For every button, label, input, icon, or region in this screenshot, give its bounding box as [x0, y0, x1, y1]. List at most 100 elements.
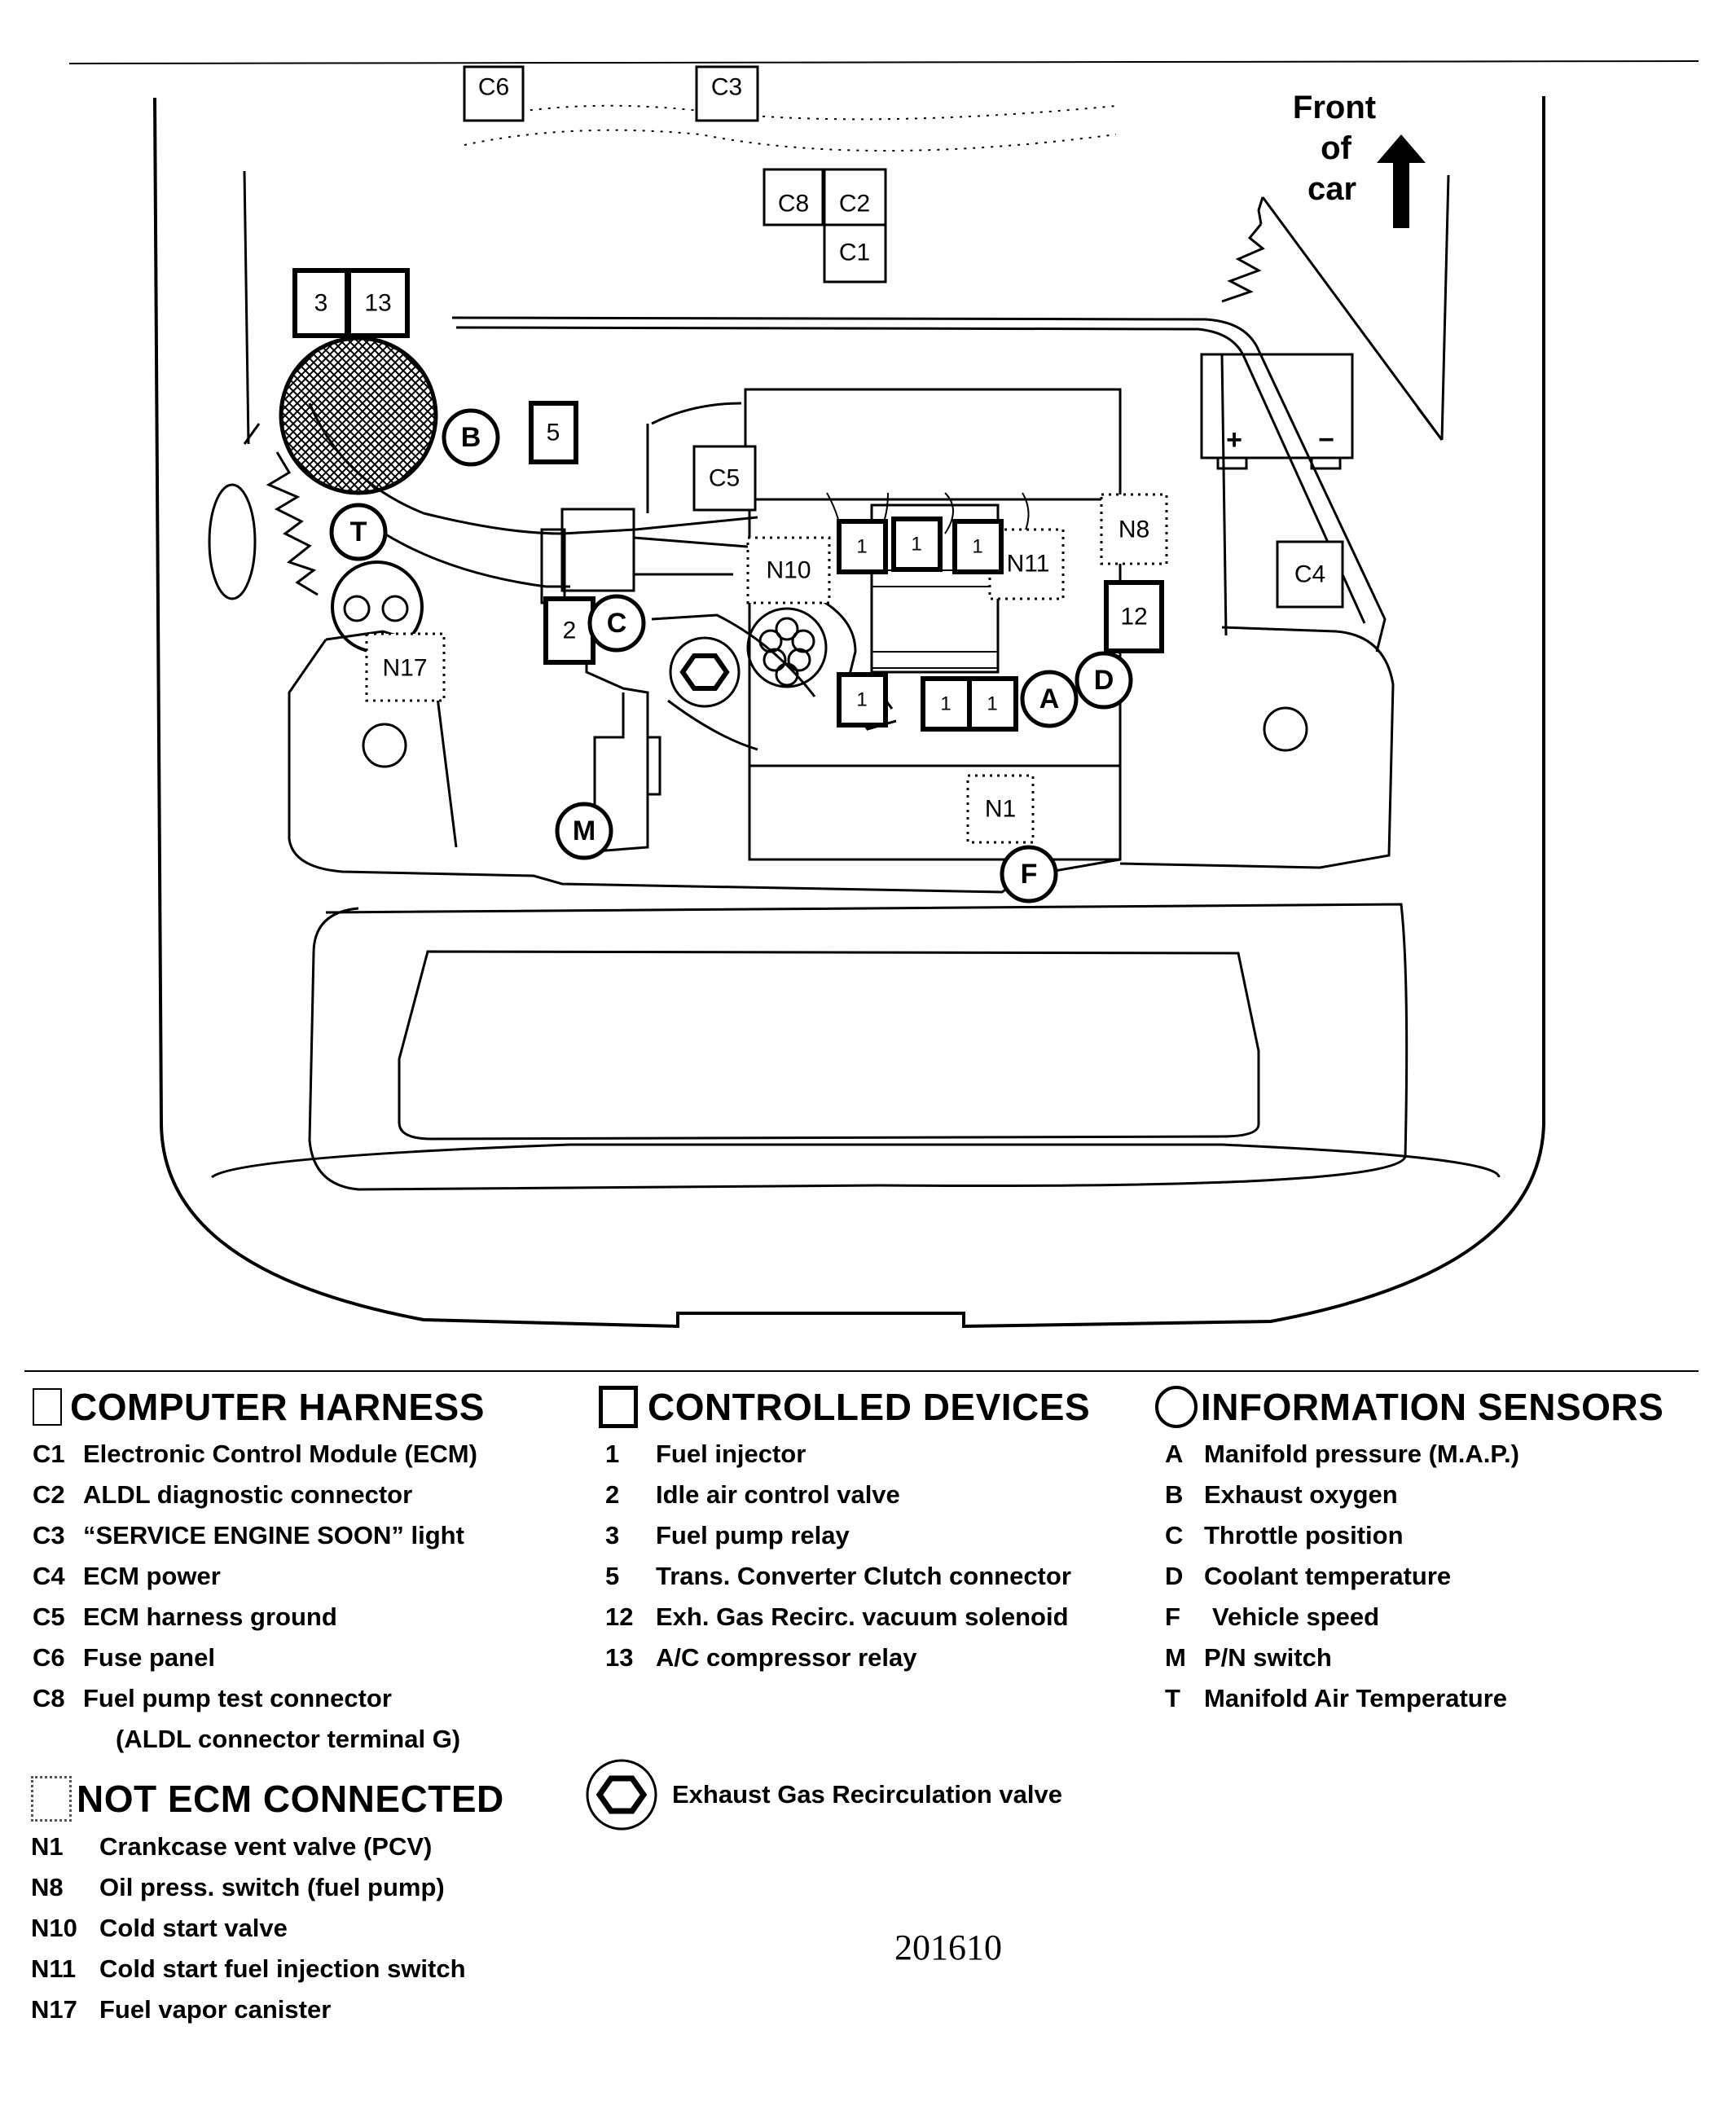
device-13-box — [346, 268, 410, 338]
injector-3-label: 1 — [972, 536, 982, 558]
sensor-f-label: F — [1021, 859, 1038, 890]
device-2-label: 2 — [563, 618, 577, 644]
sensor-a-label: A — [1039, 684, 1060, 714]
n10-box — [746, 536, 831, 604]
battery-minus-label: − — [1318, 424, 1334, 455]
injector-4-label: 1 — [856, 689, 867, 711]
injector-5-box — [921, 676, 972, 732]
c1-label: C1 — [839, 240, 870, 266]
sensor-m-circle — [555, 802, 613, 860]
sensor-d-label: D — [1094, 665, 1114, 696]
n8-label: N8 — [1119, 517, 1149, 543]
n10-label: N10 — [766, 557, 811, 584]
front-label: Front — [1293, 90, 1376, 125]
device-3-label: 3 — [314, 290, 328, 317]
device-13-label: 13 — [364, 290, 391, 317]
sensor-c-circle — [587, 594, 646, 653]
egr-valve-legend-icon — [586, 1759, 657, 1831]
egr-valve-icon — [669, 636, 741, 708]
sensor-b-circle — [442, 408, 500, 467]
legend-title: COMPUTER HARNESS — [70, 1386, 485, 1428]
sensor-a-circle — [1020, 670, 1079, 728]
car-label: car — [1307, 171, 1356, 207]
thin-square-icon — [33, 1388, 62, 1426]
c8-box — [763, 168, 824, 226]
sensor-b-label: B — [461, 422, 481, 453]
bold-square-icon — [599, 1386, 638, 1428]
of-label: of — [1321, 130, 1351, 166]
c4-box — [1276, 540, 1344, 609]
sensor-c-label: C — [607, 608, 627, 639]
n17-box — [365, 632, 446, 702]
n11-label: N11 — [1007, 551, 1050, 578]
legend-item: C3“SERVICE ENGINE SOON” light — [33, 1521, 464, 1550]
c5-box — [692, 445, 757, 512]
injector-1-box — [837, 519, 888, 574]
cold-start-valve-cluster — [746, 607, 828, 688]
injector-1-label: 1 — [856, 536, 867, 558]
injector-2-label: 1 — [911, 534, 921, 556]
injector-2-box — [891, 517, 943, 572]
c2-label: C2 — [839, 191, 870, 218]
legend-title: NOT ECM CONNECTED — [77, 1778, 504, 1820]
legend-item: (ALDL connector terminal G) — [116, 1725, 461, 1753]
c8-label: C8 — [778, 191, 809, 218]
egr-valve-legend-text: Exhaust Gas Recirculation valve — [672, 1780, 1062, 1809]
injector-3-box — [952, 519, 1004, 574]
legend-title: INFORMATION SENSORS — [1201, 1386, 1664, 1428]
n1-box — [966, 774, 1035, 844]
dotted-square-icon — [31, 1776, 72, 1822]
injector-5-label: 1 — [940, 693, 951, 715]
device-12-box — [1104, 580, 1164, 653]
battery — [1200, 353, 1354, 459]
sensor-d-circle — [1075, 651, 1133, 710]
legend-egr-valve: Exhaust Gas Recirculation valve — [582, 1756, 1062, 1834]
c1-box — [823, 223, 887, 284]
c5-label: C5 — [709, 465, 740, 492]
battery-plus-label: + — [1226, 424, 1242, 455]
n8-box — [1100, 493, 1168, 565]
device-12-label: 12 — [1120, 604, 1147, 631]
device-5-label: 5 — [547, 420, 560, 446]
n17-label: N17 — [382, 655, 427, 682]
exhaust-oxygen-sensor-body — [279, 336, 438, 495]
c3-label: C3 — [711, 74, 742, 101]
device-5-box — [529, 401, 578, 464]
circle-icon — [1155, 1386, 1198, 1428]
arrow-up-icon — [1377, 134, 1426, 228]
c6-label: C6 — [478, 74, 509, 101]
injector-4-box — [837, 672, 888, 728]
injector-6-box — [967, 676, 1018, 732]
figure-number: 201610 — [894, 1928, 1002, 1967]
car-body-outline — [153, 96, 1545, 1329]
injector-6-label: 1 — [987, 693, 997, 715]
sensor-f-circle — [1000, 845, 1058, 903]
lower-panel — [308, 903, 1409, 1191]
